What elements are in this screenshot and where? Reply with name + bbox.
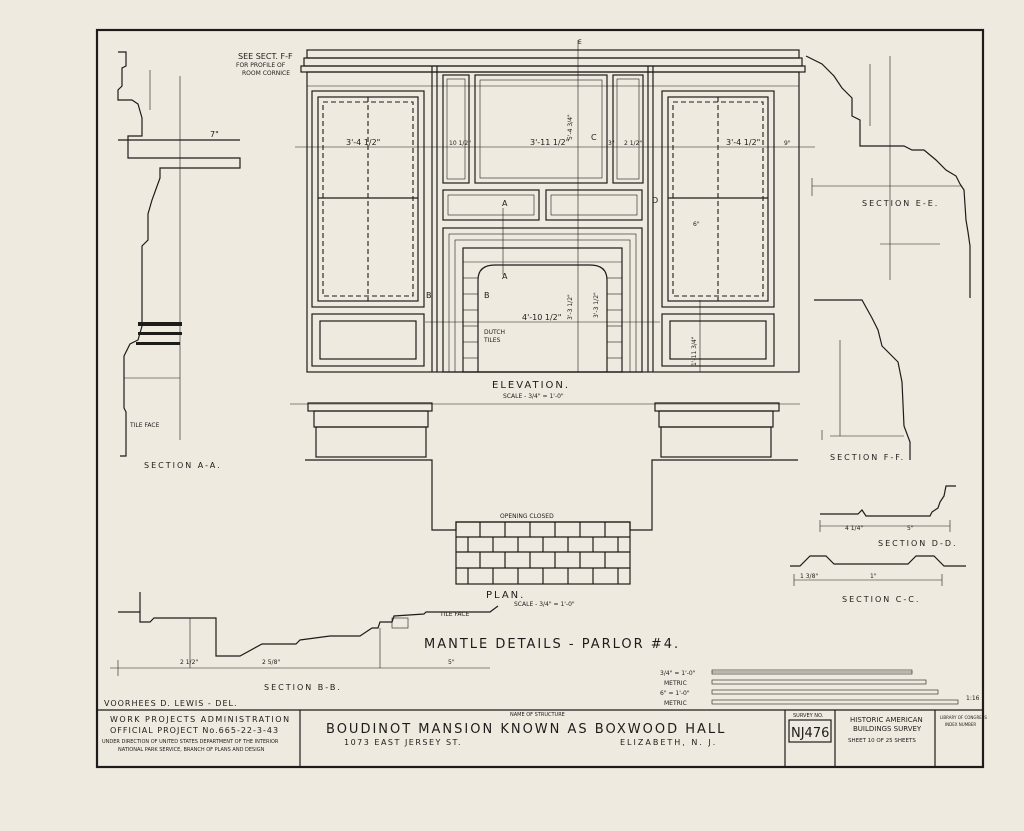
wpa-line2: OFFICIAL PROJECT No.665-22-3-43 — [110, 726, 279, 735]
survey-caption: SURVEY NO. — [793, 713, 824, 719]
elevation-scale: SCALE - 3/4" = 1'-0" — [503, 393, 564, 400]
elevation-drawing — [295, 40, 815, 373]
dim-opening-height: 3'-3 1/2" — [567, 294, 574, 320]
dim-small-e: 5" — [907, 525, 914, 532]
scale-bar-label-4: METRIC — [664, 700, 687, 707]
scale-bar-label-2: METRIC — [664, 680, 687, 687]
drawing-annotations: SEE SECT. F-F FOR PROFILE OF ROOM CORNIC… — [104, 39, 980, 708]
dim-small-i: 2 1/2" — [180, 659, 198, 666]
section-f-label: SECTION F-F. — [830, 453, 905, 462]
section-b-label: SECTION B-B. — [264, 683, 342, 692]
dim-overall-height: 5'-4 3/4" — [567, 114, 574, 140]
plan-label: PLAN. — [486, 590, 525, 601]
cornice-note-line1: SEE SECT. F-F — [238, 52, 293, 61]
scale-bar-note: 1:16 — [966, 695, 980, 702]
survey-number-box — [788, 719, 832, 743]
cut-mark-c: C — [591, 133, 597, 142]
structure-name: BOUDINOT MANSION KNOWN AS BOXWOOD HALL — [326, 722, 726, 737]
tile-face-note: TILE FACE — [129, 422, 160, 429]
dim-small-k: 2 5/8" — [262, 659, 280, 666]
wpa-line4: NATIONAL PARK SERVICE, BRANCH OF PLANS A… — [118, 747, 265, 753]
dim-left-panel-height: 1'-11 3/4" — [691, 336, 698, 366]
dim-small-h: 1" — [870, 573, 877, 580]
section-d-drawing — [819, 485, 956, 532]
structure-address: 1073 EAST JERSEY ST. — [344, 738, 462, 747]
library-line2: INDEX NUMBER — [945, 722, 976, 727]
wpa-line1: WORK PROJECTS ADMINISTRATION — [110, 715, 291, 724]
structure-caption: NAME OF STRUCTURE — [510, 712, 565, 718]
title-block: WORK PROJECTS ADMINISTRATION OFFICIAL PR… — [102, 712, 987, 753]
dim-small-d: 7" — [210, 130, 219, 139]
dim-small-c: 9" — [784, 140, 791, 147]
section-b-drawing — [110, 592, 499, 676]
main-title: MANTLE DETAILS - PARLOR #4. — [424, 637, 680, 652]
scale-bar-label-1: 3/4" = 1'-0" — [660, 670, 696, 677]
plan-scale: SCALE - 3/4" = 1'-0" — [514, 601, 575, 608]
cut-mark-d: D — [652, 196, 658, 205]
dim-opening-height-alt: 3'-3 1/2" — [593, 292, 600, 318]
title-block-frame — [97, 709, 983, 767]
opening-closed-note: OPENING CLOSED — [500, 513, 554, 520]
section-f-drawing — [814, 299, 911, 460]
sheet-border — [95, 28, 985, 769]
dim-center-width: 3'-11 1/2" — [530, 138, 569, 147]
tile-face-note-b: TILE FACE — [439, 611, 470, 618]
section-d-label: SECTION D-D. — [878, 539, 958, 548]
dim-panel-width-right: 3'-4 1/2" — [726, 138, 760, 147]
dim-small-g: 1 3/8" — [800, 573, 818, 580]
cut-mark-a-lower: A — [502, 272, 508, 281]
dim-small-a: 10 1/2" — [449, 140, 471, 147]
library-line1: LIBRARY OF CONGRESS — [940, 715, 987, 720]
cut-mark-b-right: B — [484, 291, 490, 300]
scale-bars — [711, 669, 959, 705]
dim-small-j: 3" — [608, 140, 615, 147]
habs-line1: HISTORIC AMERICAN — [850, 716, 923, 724]
dim-small-f: 4 1/4" — [845, 525, 863, 532]
wpa-line3: UNDER DIRECTION OF UNITED STATES DEPARTM… — [102, 739, 279, 745]
dim-small-e-b: 5" — [448, 659, 455, 666]
section-c-label: SECTION C-C. — [842, 595, 920, 604]
dutch-tiles-line1: DUTCH — [484, 329, 505, 336]
habs-line2: BUILDINGS SURVEY — [853, 725, 922, 733]
dim-small-l: 6" — [693, 221, 700, 228]
dutch-tiles-line2: TILES — [483, 337, 501, 344]
cut-mark-a-upper: A — [502, 199, 508, 208]
dim-small-b: 2 1/2" — [624, 140, 642, 147]
elevation-label: ELEVATION. — [492, 380, 570, 391]
section-a-drawing — [117, 51, 241, 457]
cut-mark-e: E — [578, 39, 582, 46]
habs-sheet: SHEET 10 OF 25 SHEETS — [848, 738, 916, 744]
section-c-drawing — [790, 555, 966, 586]
delineator-credit: VOORHEES D. LEWIS - DEL. — [104, 699, 238, 708]
survey-number: NJ476 — [791, 726, 829, 741]
dim-opening-width: 4'-10 1/2" — [522, 313, 561, 322]
dim-panel-width-left: 3'-4 1/2" — [346, 138, 380, 147]
cornice-note-line3: ROOM CORNICE — [242, 70, 290, 77]
section-a-label: SECTION A-A. — [144, 461, 222, 470]
plan-drawing — [290, 402, 800, 585]
cut-mark-b-left: B — [426, 291, 432, 300]
section-e-drawing — [805, 55, 971, 298]
section-e-label: SECTION E-E. — [862, 199, 939, 208]
scale-bar-label-3: 6" = 1'-0" — [660, 690, 690, 697]
cornice-note-line2: FOR PROFILE OF — [236, 62, 286, 69]
structure-city: ELIZABETH, N. J. — [620, 738, 717, 747]
